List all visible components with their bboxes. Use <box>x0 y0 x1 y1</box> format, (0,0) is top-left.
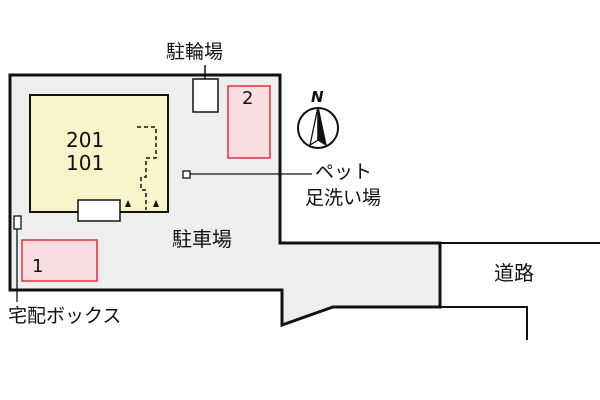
parking-slot-1 <box>21 239 98 282</box>
compass-north-label: N <box>311 88 324 106</box>
stair-outline <box>137 126 157 210</box>
bicycle-parking-label: 駐輪場 <box>166 41 224 63</box>
pet-foot-wash-label-line1: ペット <box>315 161 373 183</box>
parking-slot-1-number: 1 <box>32 256 44 277</box>
building <box>29 94 169 213</box>
north-arrow-icon <box>297 106 339 149</box>
parking-slot-2-number: 2 <box>242 88 254 109</box>
unit-number-lower: 101 <box>66 151 105 175</box>
delivery-box-marker <box>13 215 22 230</box>
entrance-triangle-icon <box>153 200 159 207</box>
entrance-triangle-icon <box>125 200 131 207</box>
pet-foot-wash-label-line2: 足洗い場 <box>305 187 382 209</box>
unit-number-upper: 201 <box>66 128 105 152</box>
parking-label: 駐車場 <box>172 227 232 251</box>
delivery-box-label: 宅配ボックス <box>8 305 122 327</box>
parking-slot-2 <box>227 85 271 159</box>
road-label: 道路 <box>494 261 534 285</box>
annex-box <box>77 199 121 222</box>
pet-foot-wash-marker <box>182 170 191 179</box>
bicycle-parking-box <box>192 78 219 113</box>
road-edge <box>440 306 528 340</box>
